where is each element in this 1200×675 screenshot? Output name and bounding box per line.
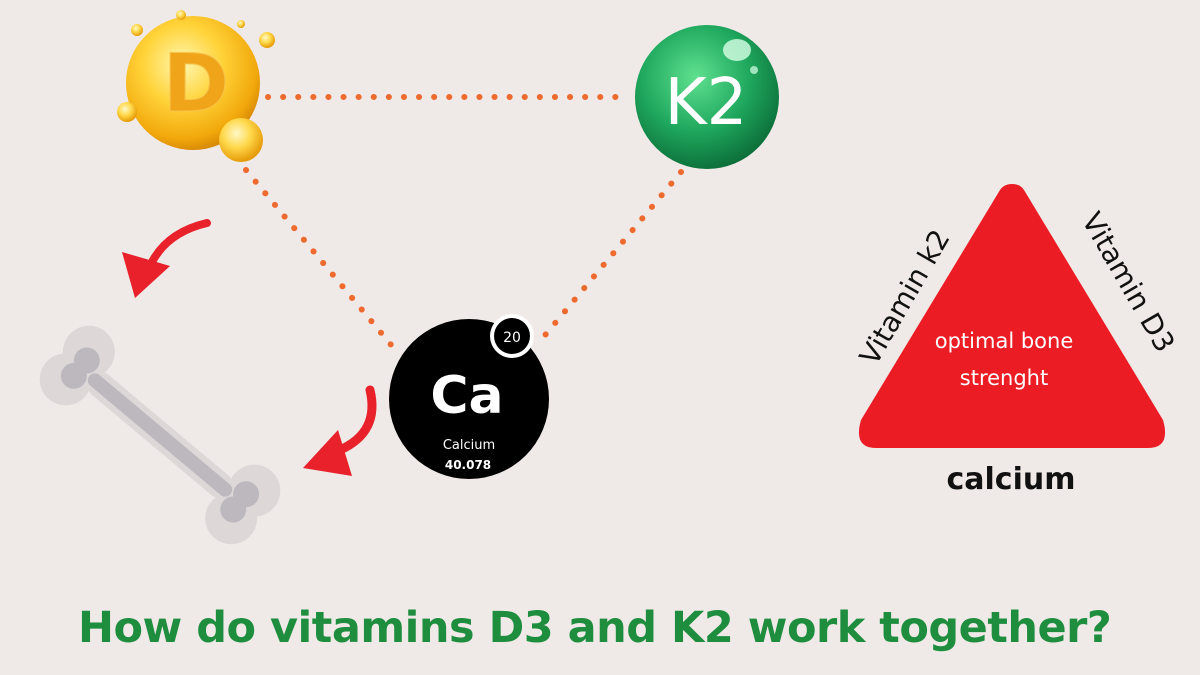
bone-icon xyxy=(29,315,291,555)
triangle-center-line1: optimal bone xyxy=(935,329,1074,353)
connection-d-calcium xyxy=(246,170,397,352)
atomic-number: 20 xyxy=(503,330,521,346)
vitamin-k2-label: K2 xyxy=(665,66,748,140)
connection-k2-calcium xyxy=(541,172,681,340)
caption-title: How do vitamins D3 and K2 work together? xyxy=(78,603,1200,653)
calcium-element: 20 Ca Calcium 40.078 xyxy=(389,314,549,479)
small-bubble xyxy=(117,102,137,122)
vitamin-k2-bubble: K2 xyxy=(635,25,779,169)
arrow-calcium-to-bone xyxy=(303,390,372,476)
calcium-name: Calcium xyxy=(443,438,495,453)
vitamin-d-label: D xyxy=(163,37,229,130)
arrow-d-to-bone xyxy=(122,223,207,298)
calcium-symbol: Ca xyxy=(430,366,503,426)
small-bubble xyxy=(176,10,186,20)
small-bubble xyxy=(131,24,143,36)
atomic-mass: 40.078 xyxy=(445,458,491,472)
vitamin-d-bubble: D xyxy=(117,10,275,162)
small-bubble xyxy=(259,32,275,48)
highlight xyxy=(723,39,751,61)
highlight xyxy=(750,66,758,74)
small-bubble xyxy=(237,20,245,28)
bone-strength-triangle: optimal bone strenght Vitamin k2 Vitamin… xyxy=(853,184,1181,497)
triangle-bottom-label: calcium xyxy=(947,462,1076,497)
triangle-center-line2: strenght xyxy=(960,366,1048,390)
